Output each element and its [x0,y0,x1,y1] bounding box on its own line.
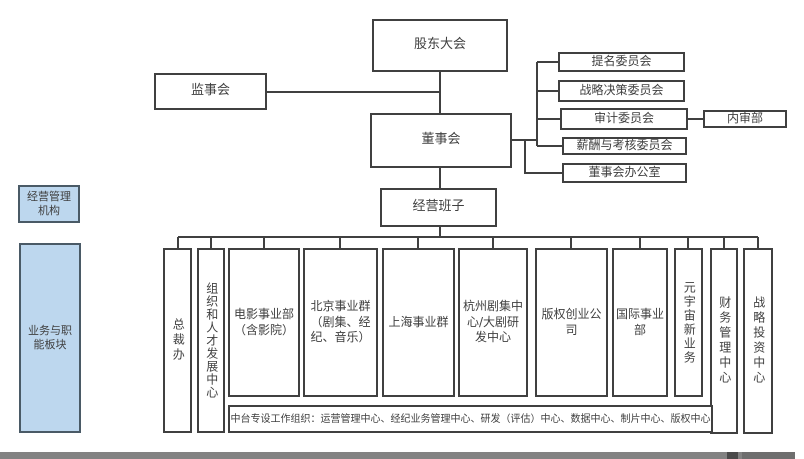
box-committee-compensation-appraisal: 薪酬与考核委员会 [562,137,687,155]
label-management-bodies: 经营管理 机构 [18,185,80,223]
dept-beijing-business-group: 北京事业群（剧集、经纪、音乐） [303,248,378,397]
dept-international-division: 国际事业部 [612,248,668,397]
box-board-of-directors: 董事会 [370,113,512,168]
dept-copyright-venture-company: 版权创业公司 [535,248,608,397]
box-internal-audit-dept: 内审部 [703,110,787,128]
scrollbar-dark-segment[interactable] [727,452,738,459]
scrollbar-end-gap [795,452,804,459]
dept-shanghai-business-group: 上海事业群 [382,248,455,397]
scrollbar-thumb[interactable] [742,452,795,459]
label-business-functional-blocks: 业务与职 能板块 [19,243,81,433]
dept-org-talent-development-center: 组织和人才发展中心 [197,248,225,433]
box-committee-audit: 审计委员会 [560,108,688,130]
box-board-office: 董事会办公室 [562,163,687,183]
middle-platform-bar: 中台专设工作组织：运营管理中心、经纪业务管理中心、研发（评估）中心、数据中心、制… [228,405,713,433]
dept-strategic-investment-center: 战略投资中心 [743,248,773,434]
dept-metaverse-new-business: 元宇宙新业务 [674,248,703,397]
box-shareholders-meeting: 股东大会 [372,19,508,72]
box-supervisory-board: 监事会 [154,73,267,110]
dept-financial-management-center: 财务管理中心 [710,248,738,434]
bottom-scrollbar-track[interactable] [0,452,804,459]
box-committee-nomination: 提名委员会 [558,52,685,72]
dept-film-division: 电影事业部（含影院） [228,248,300,397]
dept-hangzhou-drama-center: 杭州剧集中心/大剧研发中心 [458,248,528,397]
box-management-team: 经营班子 [380,188,497,227]
box-committee-strategy-decision: 战略决策委员会 [558,80,685,102]
dept-presidents-office: 总裁办 [163,248,192,433]
